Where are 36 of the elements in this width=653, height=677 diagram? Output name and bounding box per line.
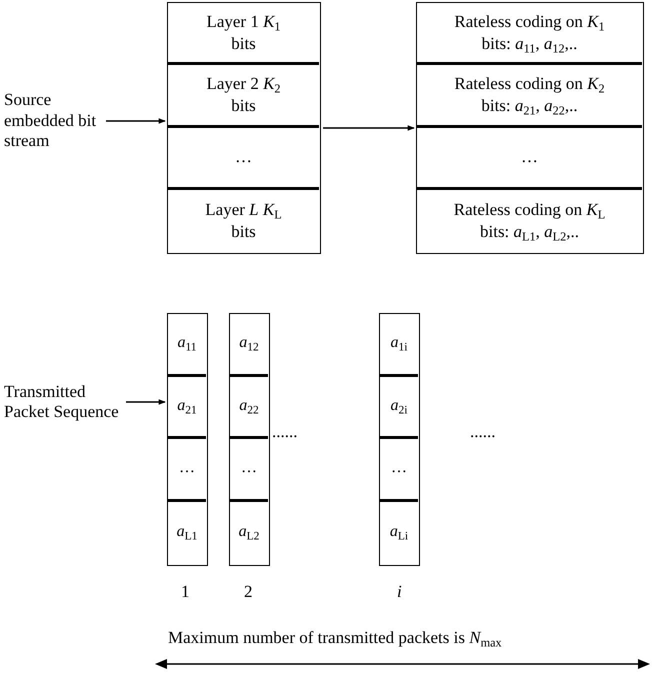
packet-number: 1 [181, 582, 190, 602]
stack-box [229, 313, 270, 566]
layer-cell: a$_{12}$ [230, 314, 268, 376]
layer-cell: Layer L K$_{L}$ bits [168, 190, 319, 252]
stack-box [167, 2, 321, 254]
layer-cell: a$_{L2}$ [230, 502, 268, 564]
layer-cell: … [417, 128, 642, 190]
arrow [126, 399, 166, 405]
input-label: Transmitted Packet Sequence [4, 382, 120, 422]
layer-cell: a$_{Li}$ [380, 502, 418, 564]
layer-cell: a$_{21}$ [168, 376, 206, 439]
stack-box [416, 2, 644, 254]
layer-cell: … [380, 439, 418, 502]
layer-cell: a$_{2i}$ [380, 376, 418, 439]
packet-number: 2 [244, 582, 252, 602]
input-label: Source embedded bit stream [4, 90, 98, 152]
layer-cell: Layer 2 K$_{2}$ bits [168, 65, 319, 128]
ellipsis: ...... [470, 422, 496, 442]
stack-box [167, 313, 208, 566]
stack-box [379, 313, 420, 566]
layer-cell: Rateless coding on K$_{L}$ bits: a$_{L1}$, a$_{L2}$,.. [417, 190, 642, 252]
layer-cell: Layer 1 K$_{1}$ bits [168, 3, 319, 66]
layer-cell: … [230, 439, 268, 502]
ellipsis: ...... [272, 422, 298, 442]
layer-cell: a$_{11}$ [168, 314, 206, 376]
arrow [323, 125, 415, 131]
layer-cell: … [168, 128, 319, 190]
layer-cell: Rateless coding on K$_{2}$ bits: a$_{21}$, a$_{22}$,.. [417, 65, 642, 128]
arrow [106, 118, 166, 124]
dimension-label: Maximum number of transmitted packets is N$_{max}$ [168, 628, 502, 648]
layer-cell: a$_{1i}$ [380, 314, 418, 376]
layer-cell: Rateless coding on K$_{1}$ bits: a$_{11}$, a$_{12}$,.. [417, 3, 642, 66]
layer-cell: … [168, 439, 206, 502]
layer-cell: a$_{L1}$ [168, 502, 206, 564]
layer-cell: a$_{22}$ [230, 376, 268, 439]
packet-number: i [397, 582, 402, 602]
